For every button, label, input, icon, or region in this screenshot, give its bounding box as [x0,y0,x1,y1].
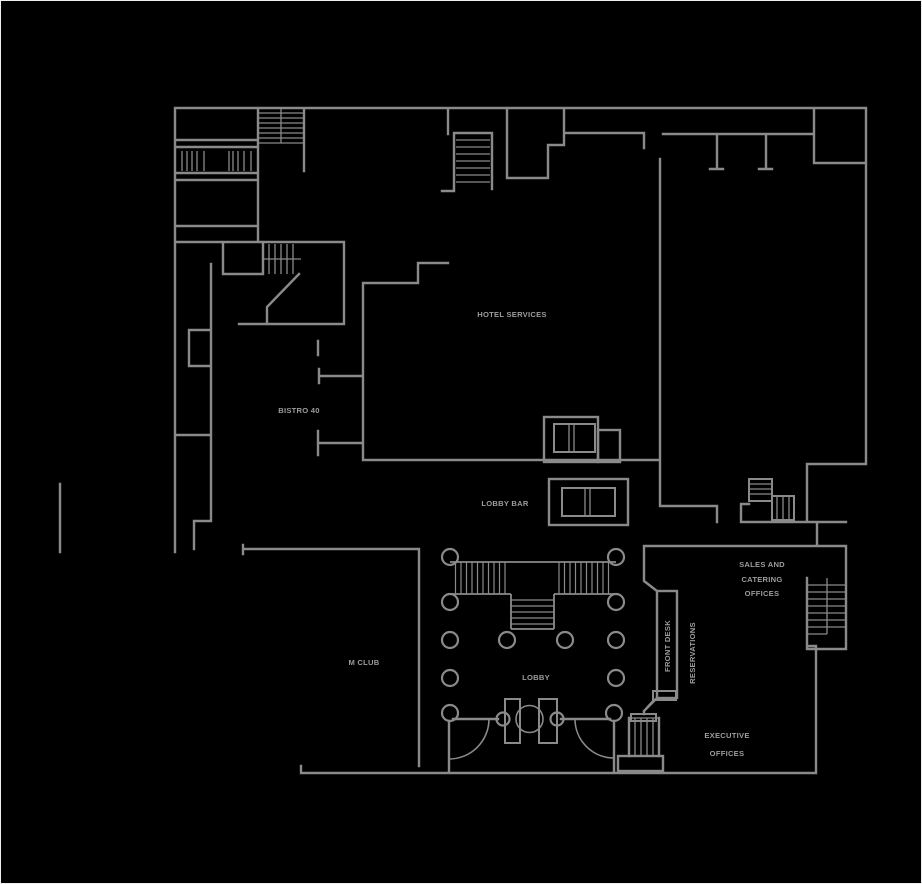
column [440,630,460,650]
room-label-sales-catering-line1: SALES AND [739,560,785,569]
left-door-swing-arc [448,718,490,760]
column [440,703,460,723]
wall-lines [58,106,868,775]
column [555,630,575,650]
grand-staircase [450,561,616,630]
room-label-lobby-bar: LOBBY BAR [481,499,529,508]
room-label-executive-line2: OFFICES [710,749,745,758]
grand-staircase-outline [450,561,616,630]
revolving-door [515,704,544,734]
revolving-door-left-panel [504,698,521,744]
revolving-door-right-panel [538,698,558,744]
entrance-doors [448,704,615,760]
column [606,630,626,650]
room-label-reservations: RESERVATIONS [688,622,697,684]
front-desk-counter [655,589,679,700]
column [440,592,460,612]
north-stair [456,139,490,183]
room-label-executive-line1: EXECUTIVE [704,731,749,740]
room-label-hotel-services: HOTEL SERVICES [477,310,546,319]
side-entry-upper-flight [748,478,773,502]
stair-landing-southeast [616,754,665,773]
room-label-bistro-40: BISTRO 40 [278,406,320,415]
column [440,668,460,688]
room-label-sales-catering-line2: CATERING [741,575,782,584]
door-post-column [495,711,511,727]
right-door-swing-arc [574,718,615,759]
restroom-stall-lines [181,151,252,171]
walls [58,106,868,775]
grand-staircase-treads [454,562,610,625]
room-label-m-club: M CLUB [348,658,379,667]
column [604,703,624,723]
desk-side-landing [652,690,677,701]
room-label-lobby: LOBBY [522,673,550,682]
column [606,592,626,612]
door-post-column [549,711,565,727]
elevator-car-dividers [568,424,591,516]
guest-elevator-bank [547,477,630,527]
bistro-stair [263,244,301,274]
service-elevator-small [596,428,622,464]
northwest-stair [258,108,304,144]
southeast-stair [629,717,659,756]
lobby-columns [440,547,626,727]
stair-treads-and-fixtures [181,108,846,756]
column [440,547,460,567]
column [606,547,626,567]
grand-staircase-tread-lines [454,562,610,625]
column [497,630,517,650]
room-label-sales-catering-line3: OFFICES [745,589,780,598]
column [606,668,626,688]
room-label-front-desk: FRONT DESK [663,620,672,672]
guest-elevator-cars [561,487,616,517]
sales-office-stair [807,578,846,635]
room-labels: HOTEL SERVICES BISTRO 40 LOBBY BAR LOBBY… [278,310,785,758]
side-entry-steps [749,483,790,520]
